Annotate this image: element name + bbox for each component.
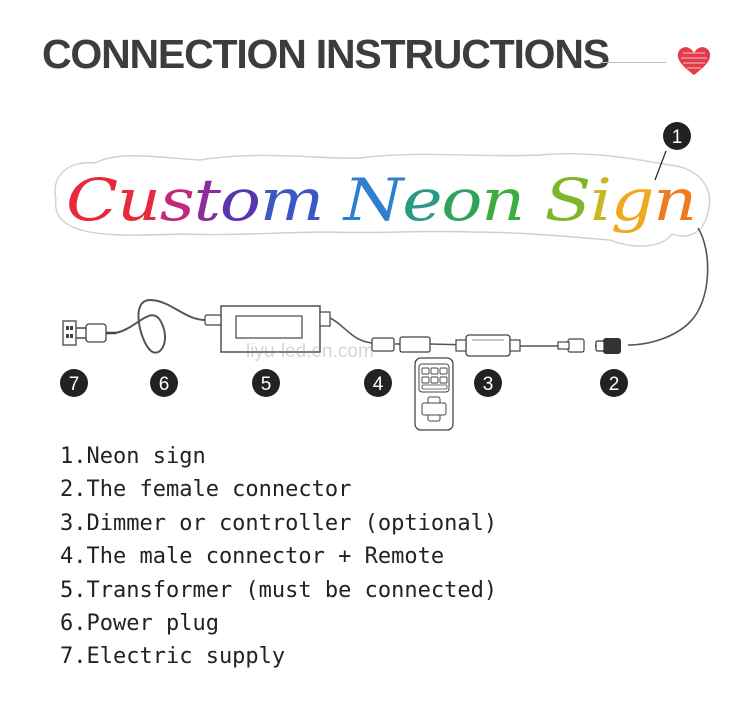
callout-1: 1 [663, 122, 691, 150]
dimmer-controller [455, 334, 521, 357]
page-title: CONNECTION INSTRUCTIONS [42, 31, 610, 77]
title-divider [600, 62, 666, 63]
cable-connector [557, 338, 585, 353]
male-connector [371, 336, 431, 353]
step-male-connector: 4.The male connector + Remote [60, 544, 445, 570]
step-neon-sign: 1.Neon sign [60, 444, 206, 469]
heart-icon [677, 47, 711, 75]
svg-text:7: 7 [69, 374, 80, 395]
svg-text:5: 5 [261, 374, 272, 395]
callout-7: 7 [60, 369, 88, 397]
callout-6: 6 [150, 369, 178, 397]
step-electric-supply: 7.Electric supply [60, 644, 286, 670]
sign-letter: o [441, 166, 481, 234]
sign-letter: o [220, 166, 260, 234]
sign-letter: C [66, 166, 118, 234]
sign-letter: s [160, 166, 194, 234]
neon-sign-outline [54, 152, 711, 247]
step-dimmer: 3.Dimmer or controller (optional) [60, 510, 498, 536]
sign-letter: n [653, 166, 696, 234]
sign-letter: S [545, 166, 591, 234]
watermark: liyu-led.en.com [246, 341, 374, 362]
remote-control [414, 357, 454, 431]
svg-text:1: 1 [672, 127, 683, 148]
female-connector [595, 338, 621, 354]
sign-letter: e [402, 166, 441, 234]
sign-letter: i [590, 166, 611, 234]
instructions-list: 1.Neon sign 2.The female connector 3.Dim… [60, 440, 497, 674]
sign-letter: t [194, 166, 222, 234]
step-transformer: 5.Transformer (must be connected) [60, 577, 498, 603]
svg-text:3: 3 [483, 374, 494, 395]
callout-2: 2 [600, 369, 628, 397]
sign-letter: m [260, 166, 323, 234]
sign-letter: u [117, 166, 160, 234]
callout-4: 4 [364, 369, 392, 397]
transformer [204, 305, 331, 353]
electric-supply [62, 320, 77, 346]
callout-3: 3 [474, 369, 502, 397]
sign-letter [323, 166, 344, 234]
sign-letter [524, 166, 545, 234]
step-female-connector: 2.The female connector [60, 477, 352, 503]
sign-letter: n [481, 166, 524, 234]
svg-text:6: 6 [159, 374, 170, 395]
step-power-plug: 6.Power plug [60, 611, 219, 637]
power-plug [76, 323, 116, 343]
svg-text:4: 4 [373, 374, 384, 395]
sign-letter: g [611, 166, 653, 234]
svg-text:2: 2 [609, 374, 620, 395]
callout-5: 5 [252, 369, 280, 397]
sign-letter: N [341, 166, 406, 234]
